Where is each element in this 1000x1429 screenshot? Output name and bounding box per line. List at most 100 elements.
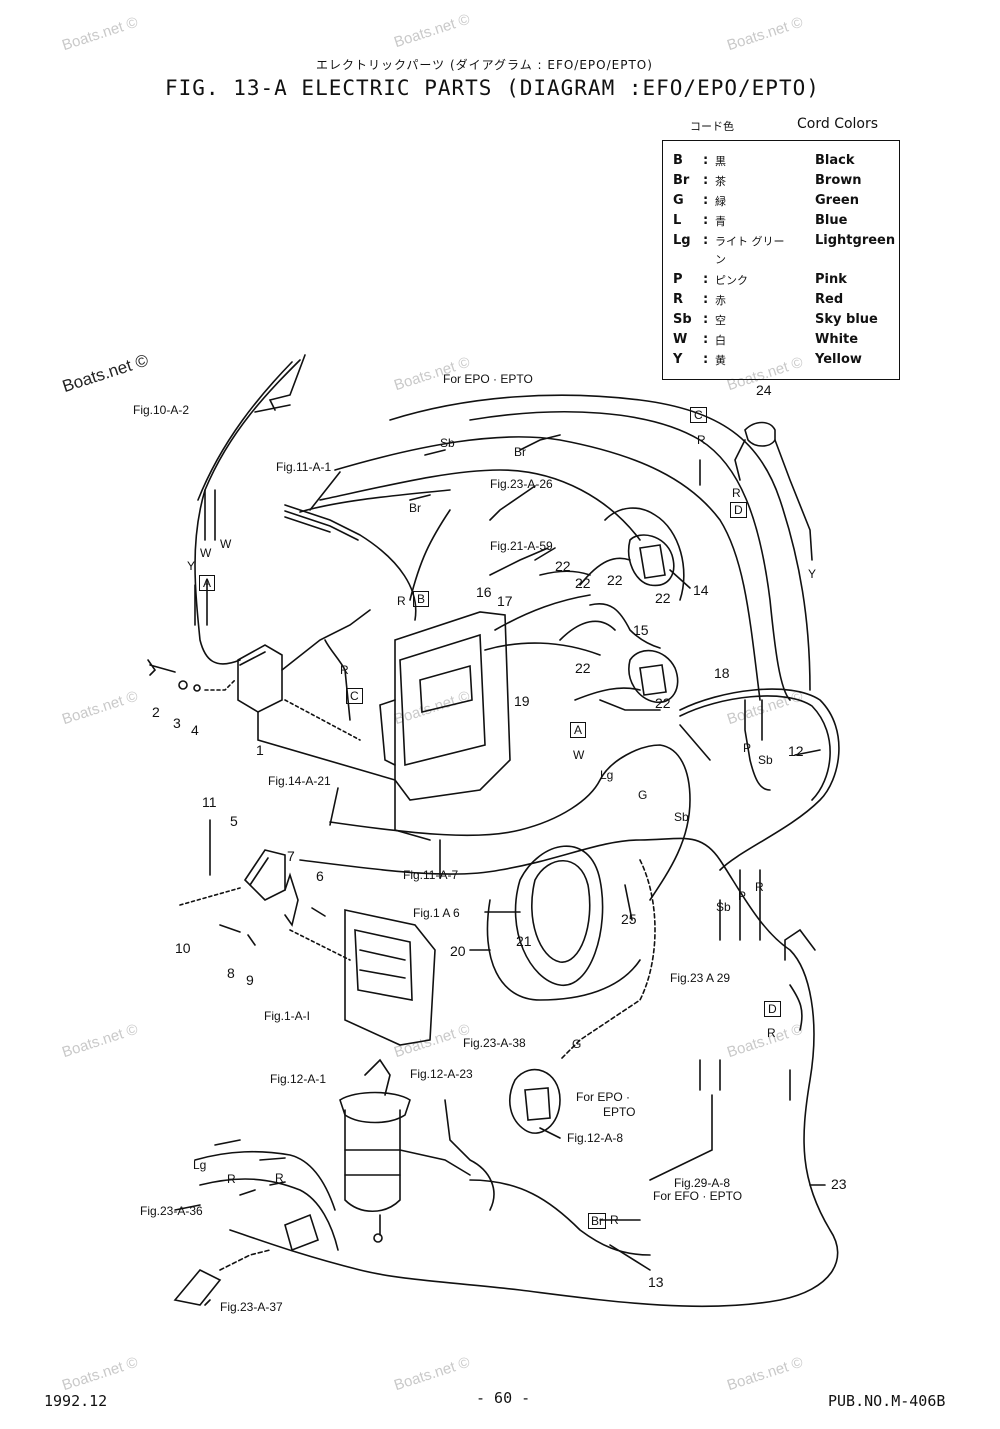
wire-code: R — [227, 1172, 236, 1186]
part-number: 20 — [450, 943, 466, 959]
wire-code: R — [397, 594, 406, 608]
part-number: 10 — [175, 940, 191, 956]
wire-code: R — [767, 1026, 776, 1040]
connector-box-d: D — [764, 1001, 781, 1017]
part-number: 22 — [575, 660, 591, 676]
wire-code: W — [573, 748, 585, 762]
wire-code: R — [732, 486, 741, 500]
callout-for-epo-epto-2a: For EPO · — [576, 1090, 631, 1104]
wire-code: R — [755, 880, 764, 894]
page-title: FIG. 13-A ELECTRIC PARTS (DIAGRAM :EFO/E… — [165, 76, 820, 100]
footer-date: 1992.12 — [44, 1392, 108, 1410]
wire-code: R — [697, 433, 706, 447]
wire-code: Y — [808, 567, 817, 581]
part-number: 6 — [316, 868, 324, 884]
wire-code: R — [275, 1171, 284, 1185]
connector-box-a: A — [570, 722, 587, 738]
part-number: 22 — [655, 590, 671, 606]
part-number: 22 — [655, 695, 671, 711]
title-japanese: エレクトリックパーツ (ダイアグラム : EFO/EPO/EPTO) — [316, 58, 653, 72]
fuse-24 — [744, 421, 776, 447]
callout-fig1-a6: Fig.1 A 6 — [413, 906, 460, 920]
part-number: 1 — [256, 742, 264, 758]
legend-title: Cord Colors — [797, 116, 879, 132]
wire-code: Lg — [193, 1158, 207, 1172]
callout-for-efo-epto: For EFO · EPTO — [653, 1189, 743, 1203]
legend-title-jp: コード色 — [690, 120, 734, 133]
wire-code: Sb — [440, 436, 455, 450]
starter-relay — [509, 1068, 561, 1134]
connector-box-a: A — [199, 575, 216, 591]
part-number: 22 — [607, 572, 623, 588]
wire-code: W — [200, 546, 212, 560]
footer-publication-number: PUB.NO.M-406B — [828, 1392, 946, 1410]
callout-fig11-a1: Fig.11-A-1 — [276, 460, 332, 474]
wire-code: W — [220, 537, 232, 551]
wire-code: Sb — [674, 810, 689, 824]
callout-fig21-a59: Fig.21-A-59 — [490, 539, 553, 553]
part-number: 11 — [202, 794, 217, 810]
part-number: 14 — [693, 582, 709, 598]
connector-box-br: Br — [588, 1213, 606, 1229]
callout-fig23-a26: Fig.23-A-26 — [490, 477, 553, 491]
part-number: 18 — [714, 665, 730, 681]
rectifier-part-5 — [243, 849, 286, 901]
part-number: 24 — [756, 382, 772, 398]
callout-fig23-a38: Fig.23-A-38 — [463, 1036, 526, 1050]
callout-fig29-a8: Fig.29-A-8 — [674, 1176, 731, 1190]
part-number: 8 — [227, 965, 235, 981]
callout-fig23-a36: Fig.23-A-36 — [140, 1204, 203, 1218]
cdi-unit — [394, 611, 511, 801]
connector-box-d: D — [730, 502, 747, 518]
part-number: 19 — [514, 693, 530, 709]
starter-motor — [344, 1109, 401, 1212]
part-number: 4 — [191, 722, 199, 738]
part-number: 17 — [497, 593, 513, 609]
ignition-coil-14 — [628, 534, 675, 587]
part-number: 15 — [633, 622, 649, 638]
part-number: 5 — [230, 813, 238, 829]
wire-code: Lg — [600, 768, 614, 782]
part-number: 22 — [555, 558, 571, 574]
callout-fig14-a21: Fig.14-A-21 — [268, 774, 331, 788]
rectifier-part-1 — [237, 644, 283, 713]
wire-code: Y — [187, 559, 196, 573]
stator-assembly — [514, 845, 604, 986]
part-number: 21 — [516, 933, 532, 949]
connector-box-c: C — [346, 688, 363, 704]
callout-fig11-a7: Fig.11-A-7 — [403, 868, 459, 882]
callout-fig12-a1: Fig.12-A-1 — [270, 1072, 327, 1086]
neutral-switch — [173, 1269, 222, 1306]
callout-for-epo-epto: For EPO · EPTO — [443, 372, 533, 386]
part-number: 22 — [575, 575, 591, 591]
part-number: 23 — [831, 1176, 847, 1192]
wire-harness-left — [194, 359, 301, 665]
callout-fig23-a29: Fig.23 A 29 — [670, 971, 731, 985]
part-number: 7 — [287, 848, 295, 864]
wire-code: P — [738, 889, 747, 903]
callout-fig1-a1: Fig.1-A-I — [264, 1009, 311, 1023]
connector-box-c: C — [690, 407, 707, 423]
callout-for-epo-epto-2b: EPTO — [603, 1105, 636, 1119]
wire-code: Br — [514, 445, 526, 459]
callout-fig12-a8: Fig.12-A-8 — [567, 1131, 624, 1145]
part-number: 9 — [246, 972, 254, 988]
part-number: 16 — [476, 584, 492, 600]
wire-code: R — [340, 663, 349, 677]
wire-code: Br — [409, 501, 421, 515]
connector-box-b: B — [413, 591, 430, 607]
wire-code: G — [572, 1037, 582, 1051]
wire-code: G — [638, 788, 648, 802]
callout-fig23-a37: Fig.23-A-37 — [220, 1300, 283, 1314]
part-number: 25 — [621, 911, 637, 927]
part-number: 13 — [648, 1274, 664, 1290]
crankcase-plate — [344, 909, 436, 1046]
part-number: 3 — [173, 715, 181, 731]
footer-page-number: - 60 - — [476, 1389, 531, 1407]
wire-code: P — [743, 741, 752, 755]
part-number: 12 — [788, 743, 804, 759]
wire-code: Sb — [716, 900, 731, 914]
part-number: 2 — [152, 704, 160, 720]
